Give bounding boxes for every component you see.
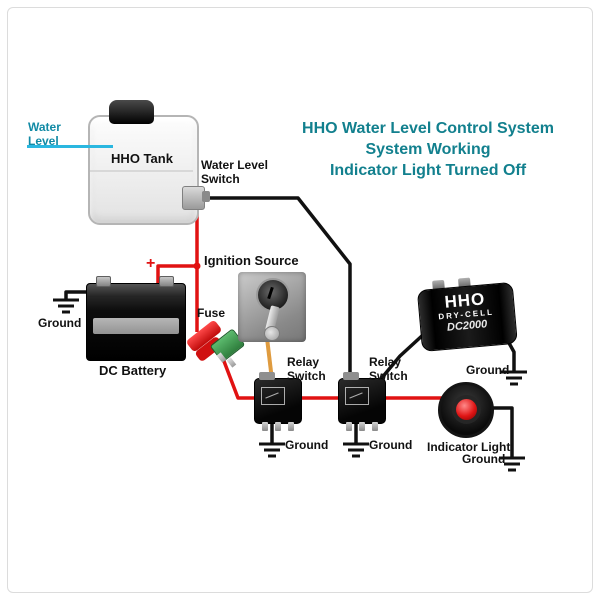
tank-cap [109, 100, 154, 124]
ignition-source-label: Ignition Source [204, 253, 299, 268]
ground-label-relay2: Ground [369, 438, 413, 452]
ignition-source-photo [238, 272, 306, 342]
relay-pin [346, 422, 352, 431]
ground-label-drycell: Ground [466, 363, 510, 377]
hho-dry-cell: HHO DRY-CELL DC2000 [416, 276, 518, 352]
ground-label-relay1: Ground [285, 438, 329, 452]
battery-terminal-positive [159, 276, 174, 287]
relay-pin [275, 422, 281, 431]
relay-mount-tab [259, 372, 275, 380]
image-border-frame [7, 7, 593, 593]
battery-terminal-negative [96, 276, 111, 287]
water-level-switch-nozzle [202, 191, 210, 202]
relay-pin [288, 422, 294, 431]
indicator-light [438, 382, 494, 438]
title-line-2: System Working [365, 141, 491, 158]
relay-pin [359, 422, 365, 431]
tank-label: HHO Tank [111, 151, 173, 166]
relay-switch-1-label: Relay Switch [287, 355, 326, 383]
dc-battery [86, 283, 186, 361]
dry-cell-print: HHO DRY-CELL DC2000 [417, 288, 514, 337]
title-line-1: HHO Water Level Control System [302, 120, 554, 137]
indicator-light-label: Indicator Light [427, 440, 511, 454]
relay-schematic-print [345, 387, 369, 405]
title-line-3: Indicator Light Turned Off [329, 162, 527, 179]
indicator-light-lens [456, 399, 477, 420]
relay-switch-2 [338, 372, 386, 431]
water-level-switch-label: Water Level Switch [201, 158, 268, 186]
battery-top-ridge [87, 284, 185, 297]
relay-pin [262, 422, 268, 431]
water-level-label: Water Level [28, 120, 61, 148]
fuse-label: Fuse [197, 306, 226, 320]
tank-seam-line [90, 170, 193, 172]
battery-sticker [93, 318, 179, 334]
water-level-pointer-line [27, 145, 113, 148]
ground-label-indicator: Ground [462, 452, 506, 466]
dc-battery-label: DC Battery [99, 363, 167, 378]
relay-schematic-print [261, 387, 285, 405]
ignition-key-fob [264, 326, 280, 341]
relay-switch-1 [254, 372, 302, 431]
relay-switch-2-label: Relay Switch [369, 355, 408, 383]
title-block: HHO Water Level Control System System Wo… [270, 118, 586, 181]
relay-pin [372, 422, 378, 431]
ground-label-battery: Ground [38, 316, 82, 330]
battery-plus-sign: + [146, 255, 156, 272]
relay-mount-tab [343, 372, 359, 380]
